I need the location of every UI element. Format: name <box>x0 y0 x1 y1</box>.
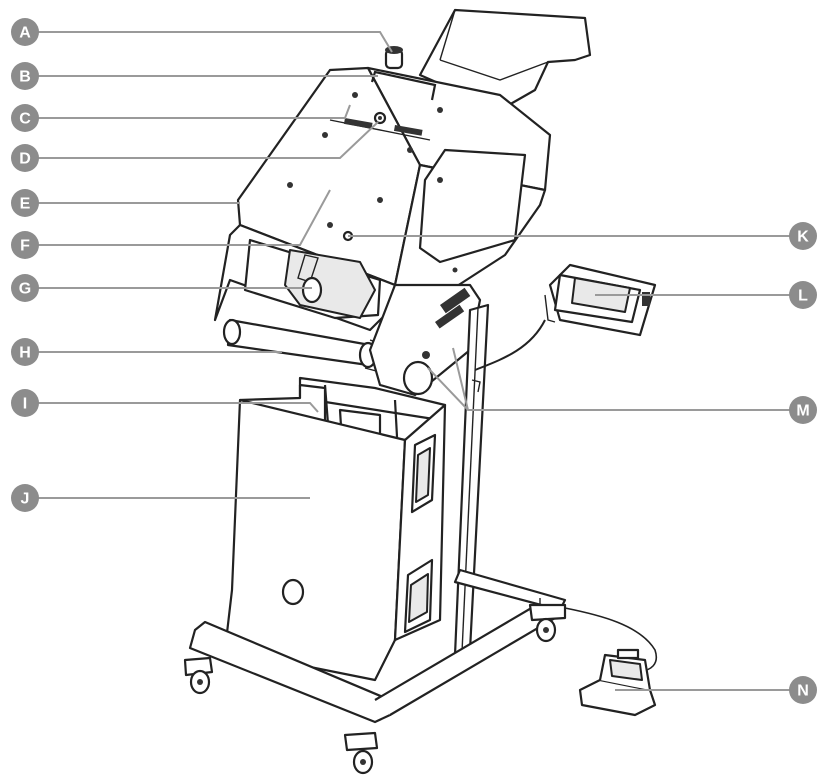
callout-l: L <box>789 281 817 309</box>
leader-f <box>34 189 331 246</box>
callouts: A B C D E F G H <box>11 18 817 704</box>
callout-m: M <box>789 396 817 424</box>
control-tablet <box>544 263 657 337</box>
svg-text:C: C <box>19 111 31 128</box>
base-frame <box>188 568 567 724</box>
svg-text:I: I <box>23 396 27 413</box>
caster-front-right <box>343 731 379 775</box>
svg-text:F: F <box>20 238 30 255</box>
svg-text:D: D <box>19 151 31 168</box>
bag-opening <box>213 223 397 332</box>
control-cable <box>474 319 546 371</box>
callout-k: K <box>789 222 817 250</box>
callout-h: H <box>11 338 39 366</box>
leader-i <box>34 402 319 413</box>
machine-illustration <box>183 8 658 775</box>
callout-g: G <box>11 274 39 302</box>
callout-i: I <box>11 389 39 417</box>
caster-front-left <box>183 656 214 695</box>
svg-text:B: B <box>19 69 31 86</box>
svg-text:K: K <box>797 229 809 246</box>
svg-text:M: M <box>796 403 809 420</box>
main-housing <box>236 66 552 312</box>
callout-d: D <box>11 144 39 172</box>
callout-c: C <box>11 104 39 132</box>
svg-text:J: J <box>21 491 30 508</box>
side-pivot <box>368 283 482 397</box>
callout-b: B <box>11 62 39 90</box>
svg-text:E: E <box>20 196 31 213</box>
roller-bar <box>222 318 386 373</box>
callout-n: N <box>789 676 817 704</box>
svg-text:N: N <box>797 683 809 700</box>
top-button <box>384 46 404 70</box>
svg-text:A: A <box>19 25 31 42</box>
leader-lines <box>34 31 790 691</box>
latch-knob <box>373 111 387 125</box>
foot-pedal <box>578 648 657 717</box>
leader-m <box>427 347 790 411</box>
callout-e: E <box>11 189 39 217</box>
svg-text:G: G <box>19 281 31 298</box>
callout-j: J <box>11 484 39 512</box>
callout-a: A <box>11 18 39 46</box>
pedal-cable <box>564 607 658 673</box>
callout-f: F <box>11 231 39 259</box>
bin <box>223 383 447 682</box>
svg-text:L: L <box>798 288 808 305</box>
leader-c <box>34 104 351 119</box>
svg-text:H: H <box>19 345 31 362</box>
leader-a <box>34 31 393 53</box>
leader-d <box>34 121 379 159</box>
caster-rear-right <box>528 603 567 643</box>
